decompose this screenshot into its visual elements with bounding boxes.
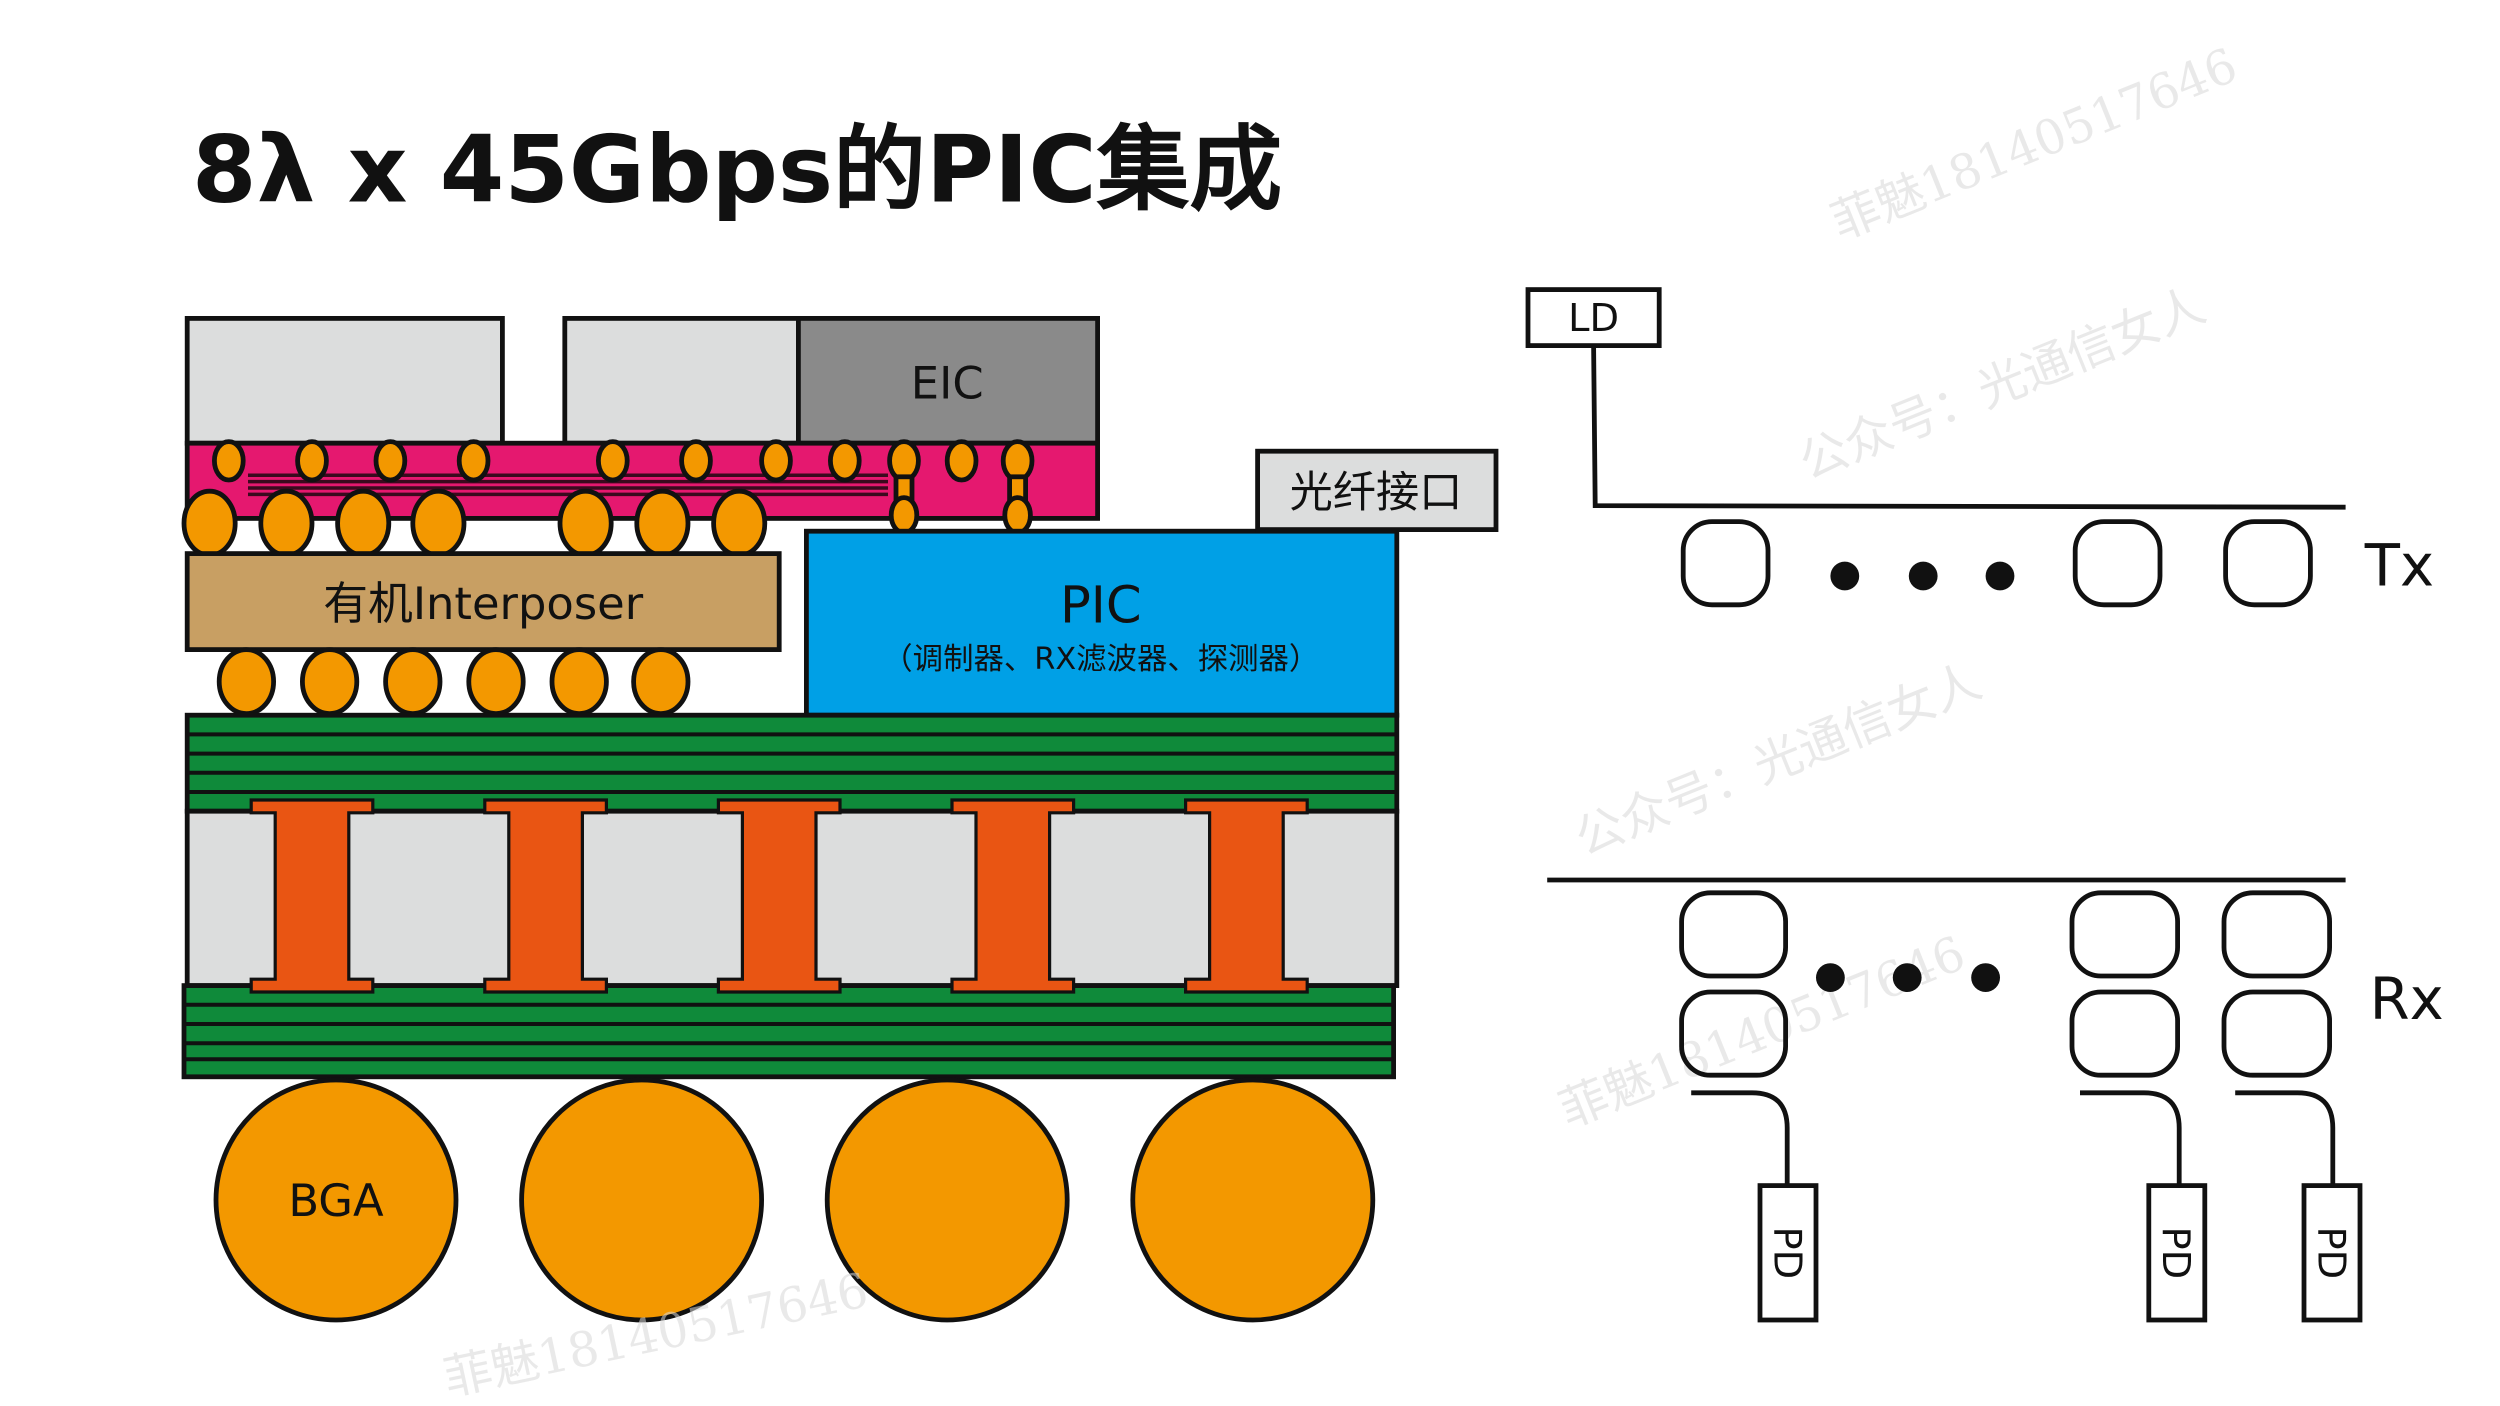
rx-ring-filter <box>2069 890 2180 979</box>
micro-bump <box>828 439 862 483</box>
pic-label: PIC <box>1060 575 1142 635</box>
pcb-via <box>716 798 842 994</box>
pd-box <box>2301 1183 2363 1323</box>
micro-bump <box>212 439 246 483</box>
micro-bump <box>944 439 979 483</box>
micro-bump <box>1000 439 1035 483</box>
solder-bump <box>216 647 276 716</box>
solder-bump <box>258 488 315 558</box>
micro-bump <box>456 439 491 483</box>
page-title: 8λ x 45Gbps的PIC集成 <box>192 116 1282 224</box>
rx-ring-filter <box>1679 890 1789 979</box>
fiber-interface-label: 光纤接口 <box>1290 468 1463 518</box>
solder-bump <box>711 488 768 558</box>
pd-label: PD <box>1764 1226 1809 1279</box>
rx-ring-filter <box>1679 989 1789 1078</box>
solder-bump <box>181 488 238 558</box>
solder-bump <box>383 647 443 716</box>
optical-schematic <box>1525 287 2363 1323</box>
rx-ring-filter <box>2069 989 2180 1078</box>
interposer-label: 有机Interposer <box>323 577 643 630</box>
micro-bump <box>373 439 408 483</box>
solder-bump <box>300 647 360 716</box>
pcb-via <box>249 798 375 994</box>
watermark: 菲魅18140517646 <box>1552 925 1973 1139</box>
bga-ball <box>1130 1077 1376 1323</box>
solder-bump <box>335 488 392 558</box>
solder-bump <box>557 488 614 558</box>
pd-label: PD <box>2308 1226 2353 1279</box>
pic-chip <box>804 528 1400 718</box>
pd-box <box>1757 1183 1819 1323</box>
solder-bump <box>466 647 526 716</box>
tx-ring-modulator <box>2072 519 2163 608</box>
rx-drop-waveguide <box>2235 1090 2336 1186</box>
eic-label: EIC <box>911 356 984 409</box>
package-cross-section <box>181 316 1499 1323</box>
pd-box <box>2146 1183 2208 1323</box>
solder-bump <box>634 488 691 558</box>
pd-label: PD <box>2153 1226 2198 1279</box>
bga-label: BGA <box>288 1174 384 1227</box>
pcb-top-layers <box>184 712 1400 814</box>
ellipsis-dot <box>1985 561 2015 591</box>
pcb-bottom-layers <box>181 983 1396 1080</box>
ellipsis-dot <box>1892 963 1922 992</box>
tx-ring-modulator <box>1680 519 1771 608</box>
micro-bump <box>888 495 920 536</box>
rx-ring-filter <box>2221 890 2332 979</box>
chip-middle <box>562 316 801 446</box>
organic-interposer <box>184 551 782 652</box>
rx-drop-waveguide <box>2080 1090 2182 1186</box>
micro-bump <box>759 439 793 483</box>
pcb-via <box>1184 798 1309 994</box>
pic-sublabel: （调制器、RX滤波器、探测器） <box>882 642 1319 677</box>
micro-bump <box>887 439 921 483</box>
pcb-via <box>950 798 1076 994</box>
micro-bump <box>596 439 630 483</box>
tx-ring-modulator <box>2223 519 2313 608</box>
ellipsis-dot <box>1816 963 1845 992</box>
solder-bump <box>631 647 691 716</box>
tx-label: Tx <box>2364 533 2434 600</box>
pcb-via <box>483 798 608 994</box>
bga-ball <box>824 1077 1070 1323</box>
rx-drop-waveguide <box>1691 1090 1790 1186</box>
watermark: 公众号：光通信女人 <box>1568 653 1990 867</box>
micro-bump <box>295 439 329 483</box>
ellipsis-dot <box>1830 561 1860 591</box>
watermark: 菲魅18140517646 <box>1824 37 2245 251</box>
micro-bump <box>1002 495 1033 536</box>
fiber-interface <box>1255 448 1499 532</box>
chip-left <box>184 316 505 446</box>
rx-ring-filter <box>2221 989 2332 1078</box>
solder-bump <box>549 647 609 716</box>
watermark: 公众号：光通信女人 <box>1792 277 2214 491</box>
bga-ball <box>213 1077 459 1323</box>
ellipsis-dot <box>1908 561 1938 591</box>
ld-label: LD <box>1568 296 1619 341</box>
micro-bump <box>679 439 713 483</box>
solder-bump <box>410 488 467 558</box>
ld-box <box>1525 287 1662 348</box>
rx-label: Rx <box>2370 966 2444 1033</box>
tx-waveguide <box>1591 345 2346 510</box>
ellipsis-dot <box>1971 963 2000 992</box>
bga-ball <box>519 1077 764 1323</box>
